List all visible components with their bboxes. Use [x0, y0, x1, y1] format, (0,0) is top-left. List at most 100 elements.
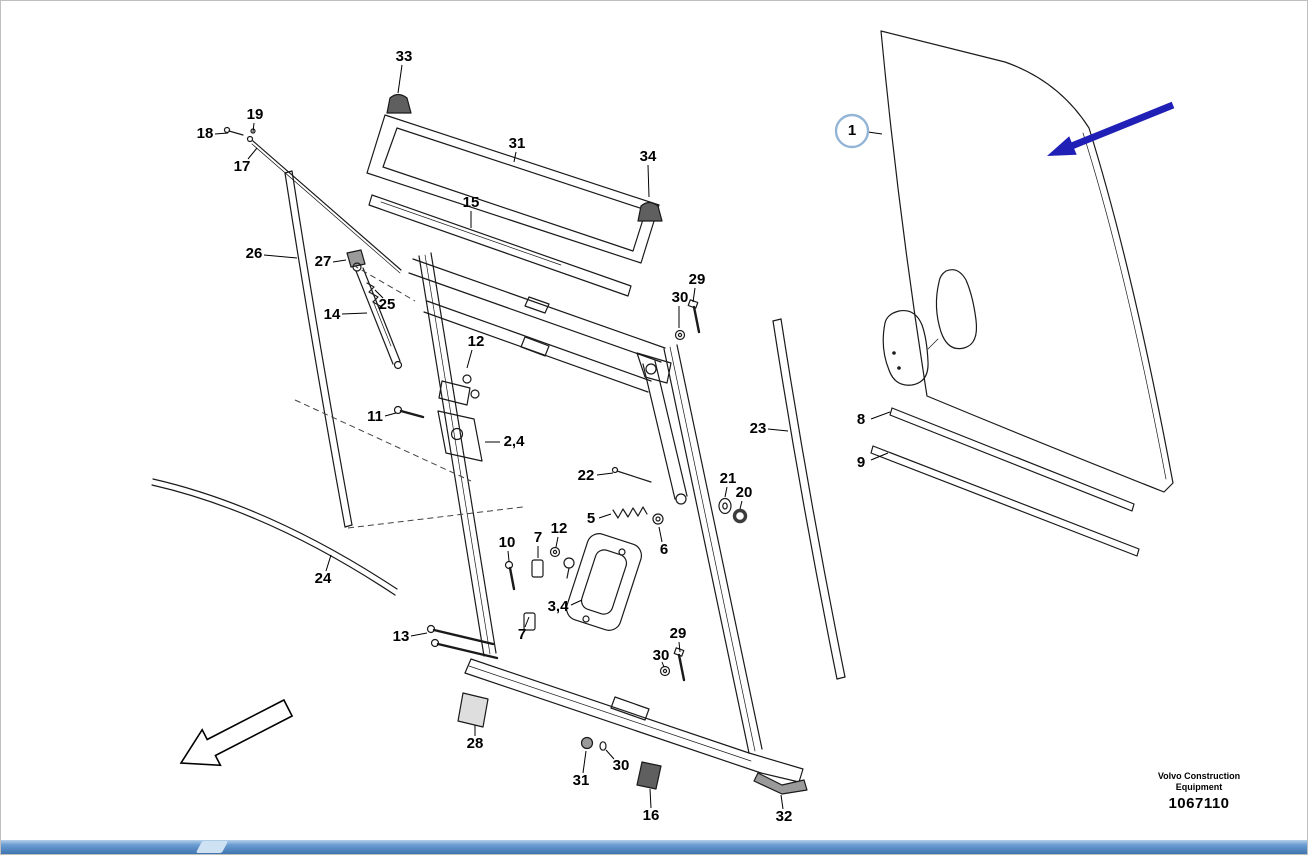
- hinge-plate-top-right: [636, 352, 672, 384]
- stay-arm: [642, 363, 676, 500]
- handle-plate: [565, 533, 643, 631]
- part-callout[interactable]: 16: [643, 807, 660, 824]
- leader-line: [692, 287, 696, 303]
- part-callout[interactable]: 6: [660, 541, 668, 558]
- strut-piston: [372, 300, 392, 347]
- part-callout[interactable]: 1: [848, 122, 856, 139]
- strip-8: [889, 407, 1135, 512]
- patch-connector: [927, 338, 939, 350]
- projection-line: [294, 399, 472, 482]
- glass-edge-inner: [1082, 132, 1167, 480]
- part-callout[interactable]: 30: [613, 757, 630, 774]
- top-member-latch: [524, 296, 550, 314]
- clip-27: [346, 249, 366, 268]
- part-callout[interactable]: 26: [246, 245, 263, 262]
- leader-line: [524, 616, 530, 628]
- bolt-10: [508, 566, 516, 591]
- part-callout[interactable]: 8: [857, 411, 865, 428]
- leader-line: [780, 794, 784, 810]
- leader-line: [598, 513, 612, 519]
- part-callout[interactable]: 19: [247, 106, 264, 123]
- leader-line: [647, 164, 650, 198]
- part-callout[interactable]: 33: [396, 48, 413, 65]
- part-callout[interactable]: 22: [578, 467, 595, 484]
- washer-21: [718, 497, 732, 515]
- leader-lines: [214, 64, 891, 810]
- bolt-29: [692, 305, 701, 334]
- strip-23-cap: [772, 318, 782, 322]
- part-callout[interactable]: 24: [315, 570, 332, 587]
- strip-23-cap: [836, 676, 846, 680]
- left-parts: [151, 126, 403, 596]
- part-callout[interactable]: 30: [653, 647, 670, 664]
- strip-26: [291, 170, 353, 526]
- pin-22-head: [611, 466, 619, 474]
- gas-strut: [355, 270, 394, 365]
- leader-line: [214, 132, 229, 135]
- spring-5: [612, 506, 648, 519]
- part-callout[interactable]: 30: [672, 289, 689, 306]
- part-callout[interactable]: 14: [324, 306, 341, 323]
- part-callout[interactable]: 29: [670, 625, 687, 642]
- part-callout[interactable]: 9: [857, 454, 865, 471]
- part-callout[interactable]: 17: [234, 158, 251, 175]
- part-callout[interactable]: 12: [551, 520, 568, 537]
- part-callout[interactable]: 3,4: [548, 598, 570, 615]
- part-callout[interactable]: 5: [587, 510, 595, 527]
- part-callout[interactable]: 18: [197, 125, 214, 142]
- screw-18-head: [223, 126, 231, 134]
- right-strip: [772, 318, 846, 680]
- part-callout[interactable]: 15: [463, 194, 480, 211]
- part-callout[interactable]: 13: [393, 628, 410, 645]
- plug-33: [386, 93, 412, 114]
- part-callout[interactable]: 11: [367, 408, 383, 425]
- part-callout[interactable]: 32: [776, 808, 793, 825]
- top-member: [408, 272, 662, 363]
- part-callout[interactable]: 27: [315, 253, 332, 270]
- part-callout[interactable]: 28: [467, 735, 484, 752]
- selected-callout-circle: [834, 113, 870, 149]
- stay-pivot-bottom: [675, 493, 687, 505]
- bottom-bar-handle[interactable]: [195, 841, 229, 853]
- part-callout[interactable]: 23: [750, 420, 767, 437]
- washer-30: [659, 665, 671, 677]
- part-callout[interactable]: 25: [379, 296, 396, 313]
- right-rail: [663, 348, 750, 754]
- part-callout[interactable]: 7: [534, 529, 542, 546]
- part-callout[interactable]: 7: [518, 626, 526, 643]
- part-callout[interactable]: 10: [499, 534, 516, 551]
- leader-line: [466, 349, 473, 369]
- fasteners: [393, 299, 748, 751]
- washer-30-hole: [677, 332, 683, 338]
- washer-21-hole: [722, 502, 728, 510]
- strut-eyelet-bottom: [393, 360, 403, 370]
- leader-line: [252, 122, 255, 133]
- rod-end-fitting: [246, 135, 254, 143]
- washer-6: [652, 513, 664, 525]
- washer-12: [549, 546, 561, 558]
- plug-34: [637, 201, 663, 222]
- bolt-13: [436, 642, 499, 660]
- door-frame: [366, 114, 804, 783]
- part-callout[interactable]: 20: [736, 484, 753, 501]
- direction-arrow: [179, 698, 294, 767]
- part-callout[interactable]: 21: [720, 470, 737, 487]
- bottom-sill: [464, 672, 762, 774]
- leader-line: [332, 259, 347, 263]
- part-callout[interactable]: 31: [573, 772, 590, 789]
- part-callout[interactable]: 2,4: [504, 433, 526, 450]
- mid-bar: [426, 300, 652, 382]
- leader-line: [658, 526, 663, 543]
- bracket-32: [753, 772, 808, 795]
- spring-25: [366, 282, 383, 308]
- bolt-29-head: [687, 299, 699, 309]
- leader-line: [867, 131, 883, 135]
- part-callout[interactable]: 12: [468, 333, 485, 350]
- part-callout[interactable]: 29: [689, 271, 706, 288]
- part-callout[interactable]: 31: [509, 135, 526, 152]
- part-callout[interactable]: 34: [640, 148, 657, 165]
- leader-line: [724, 486, 728, 498]
- handle-bolt: [618, 548, 626, 556]
- leader-line: [596, 472, 614, 476]
